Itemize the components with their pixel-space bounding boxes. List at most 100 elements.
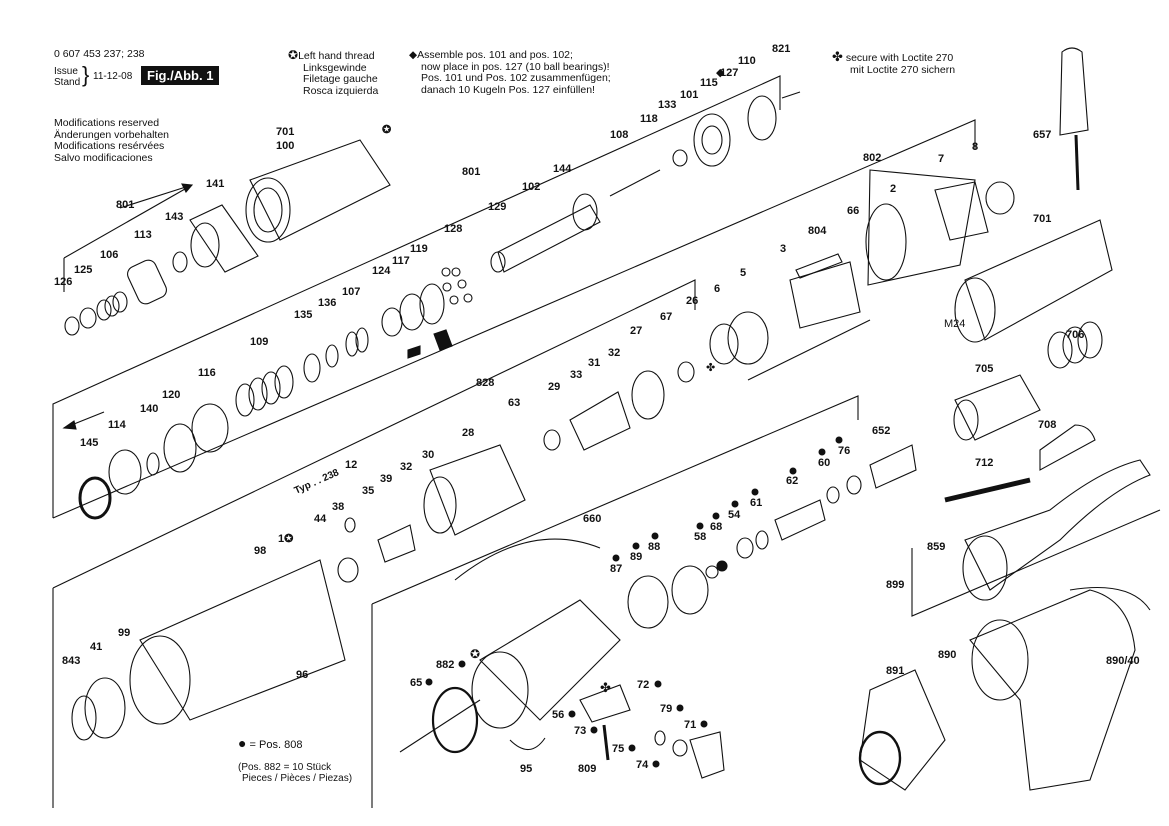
lht-line-es: Rosca izquierda <box>303 84 379 97</box>
part-6-bearing <box>709 323 739 365</box>
part-3-rotor <box>789 261 861 329</box>
black-dot-icon <box>700 720 708 728</box>
stand-label: Stand <box>54 77 81 88</box>
part-valve-front <box>471 651 529 729</box>
label-828: 828 <box>476 377 494 389</box>
part-899-hose <box>964 459 1151 591</box>
issue-date: 11-12-08 <box>93 71 133 82</box>
label-100: 100 <box>276 140 294 152</box>
label-106: 106 <box>100 249 118 261</box>
left-hand-thread-note: ✪Left hand thread Linksgewinde Filetage … <box>288 49 379 97</box>
label-140: 140 <box>140 403 158 415</box>
label-108: 108 <box>610 129 628 141</box>
pos808-text: = Pos. 808 <box>249 739 303 751</box>
black-dot-icon <box>632 542 640 550</box>
lht-line-en: Left hand thread <box>298 50 375 62</box>
assemble-line-1: Assemble pos. 101 and pos. 102; <box>417 49 573 61</box>
part-106-spring <box>104 295 120 317</box>
part-56-valve <box>579 684 631 723</box>
mod-line-es: Salvo modificaciones <box>54 151 153 164</box>
part-119-ring <box>419 283 445 325</box>
part-26-gear <box>677 361 695 383</box>
part-141-end <box>190 222 220 268</box>
label-133: 133 <box>658 99 676 111</box>
part-701-housing <box>964 219 1113 341</box>
label-144: 144 <box>553 163 572 175</box>
arrow-line <box>119 184 193 209</box>
part-705-adapter <box>954 374 1041 441</box>
part-79-ring <box>672 739 688 757</box>
label-809: 809 <box>578 763 596 775</box>
diamond-icon: ◆ <box>409 49 418 61</box>
part-706-spring <box>1047 331 1073 369</box>
mod-line-fr: Modifications resérvées <box>54 140 165 152</box>
label-12: 12 <box>345 459 357 471</box>
pieces-legend: (Pos. 882 = 10 Stück Pieces / Pièces / P… <box>238 762 352 784</box>
part-8-bearing <box>985 181 1015 215</box>
label-27: 27 <box>630 325 642 337</box>
label-54: 54 <box>728 509 741 521</box>
part-109-spring <box>248 377 268 411</box>
label-136: 136 <box>318 297 336 309</box>
black-dot-icon <box>568 710 576 718</box>
part-2-front <box>865 203 907 281</box>
label-1: 1✪ <box>278 533 294 545</box>
label-38: 38 <box>332 501 344 513</box>
label-87: 87 <box>610 563 622 575</box>
label-41: 41 <box>90 641 102 653</box>
label-102: 102 <box>522 181 540 193</box>
label-109: 109 <box>250 336 268 348</box>
label-127: 127 <box>720 67 738 79</box>
part-75-pin <box>602 724 610 761</box>
part-99-thread <box>129 635 191 725</box>
assemble-note: ◆Assemble pos. 101 and pos. 102; now pla… <box>409 49 611 96</box>
part-891-ring <box>858 730 902 786</box>
part-126-ring <box>64 316 80 336</box>
black-dot-icon: ● <box>238 735 247 751</box>
part-705-end <box>953 399 979 441</box>
part-88-ring <box>671 565 709 615</box>
label-652: 652 <box>872 425 890 437</box>
label-128: 128 <box>444 223 462 235</box>
label-32a: 32 <box>608 347 620 359</box>
part-135-ring <box>303 353 321 383</box>
mod-line-de: Änderungen vorbehalten <box>54 128 170 141</box>
pos808-legend: ● = Pos. 808 <box>238 735 303 751</box>
label-801a: 801 <box>116 199 134 211</box>
label-60: 60 <box>818 457 830 469</box>
label-30: 30 <box>422 449 434 461</box>
label-74: 74 <box>636 759 649 771</box>
label-88: 88 <box>648 541 660 553</box>
label-79: 79 <box>660 703 672 715</box>
label-801b: 801 <box>462 166 480 178</box>
label-71: 71 <box>684 719 696 731</box>
label-701b: 701 <box>1033 213 1051 225</box>
label-67: 67 <box>660 311 672 323</box>
label-m24: M24 <box>944 318 965 330</box>
black-dot-icon <box>731 500 739 508</box>
part-102-shaft <box>497 204 601 273</box>
part-61-oring <box>755 530 769 550</box>
label-117: 117 <box>392 255 410 267</box>
label-143: 143 <box>165 211 183 223</box>
frame-line <box>52 279 696 589</box>
part-76-oring <box>846 475 862 495</box>
label-28: 28 <box>462 427 474 439</box>
club-icon: ✤ <box>706 362 715 374</box>
part-96-housing <box>139 559 346 721</box>
label-7: 7 <box>938 153 944 165</box>
label-706: 706 <box>1066 329 1084 341</box>
part-657-handle <box>1059 47 1089 136</box>
label-891: 891 <box>886 665 904 677</box>
black-dot-icon <box>590 726 598 734</box>
part-109-spring <box>235 383 255 417</box>
part-859-ring <box>962 535 1008 601</box>
part-66-pin <box>747 319 871 381</box>
part-141-sleeve <box>189 204 259 273</box>
part-7-plate <box>934 181 989 241</box>
part-106-spring <box>96 299 112 321</box>
part-2-cylinder <box>867 169 976 286</box>
label-899: 899 <box>886 579 904 591</box>
part-117-ring <box>399 293 425 331</box>
label-8: 8 <box>972 141 978 153</box>
